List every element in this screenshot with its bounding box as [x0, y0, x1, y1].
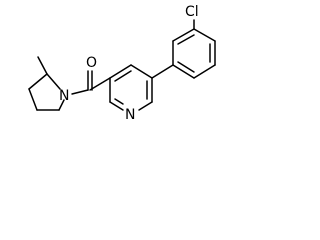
bond-pyridine-double-3 — [114, 98, 124, 105]
bond-phenyl-6 — [172, 64, 195, 79]
bond-methyl — [37, 56, 48, 75]
bond-pyrrolidine-5 — [58, 99, 65, 111]
bond-pyrrolidine-2 — [28, 73, 48, 90]
bond-pyrrolidine-3 — [28, 88, 38, 111]
atom-pyridine-nitrogen-label: N — [125, 107, 135, 123]
bond-pyridine-5 — [109, 101, 124, 111]
bond-pyridine-1 — [109, 64, 132, 79]
bond-phenyl-2 — [172, 28, 195, 42]
bond-pyridine-double-1 — [114, 70, 132, 82]
atom-oxygen-label: O — [86, 55, 97, 71]
bond-carbonyl-pyridine — [89, 77, 111, 91]
atom-amide-nitrogen-label: N — [59, 88, 69, 104]
bond-pyrrolidine-1 — [46, 73, 61, 90]
bond-phenyl-5 — [193, 64, 216, 79]
bond-pyridine-4 — [138, 101, 153, 111]
bond-phenyl-double-3 — [177, 61, 195, 73]
chemical-structure-diagram: O N N Cl — [28, 4, 216, 123]
bond-carbonyl-n — [71, 89, 89, 95]
atom-chlorine-label: Cl — [185, 4, 199, 20]
bond-phenyl-3 — [193, 28, 216, 42]
bond-pyridine-2 — [130, 64, 153, 79]
bond-lines — [28, 19, 216, 111]
bond-pyridine-phenyl — [151, 64, 174, 79]
bond-phenyl-double-1 — [177, 34, 195, 45]
